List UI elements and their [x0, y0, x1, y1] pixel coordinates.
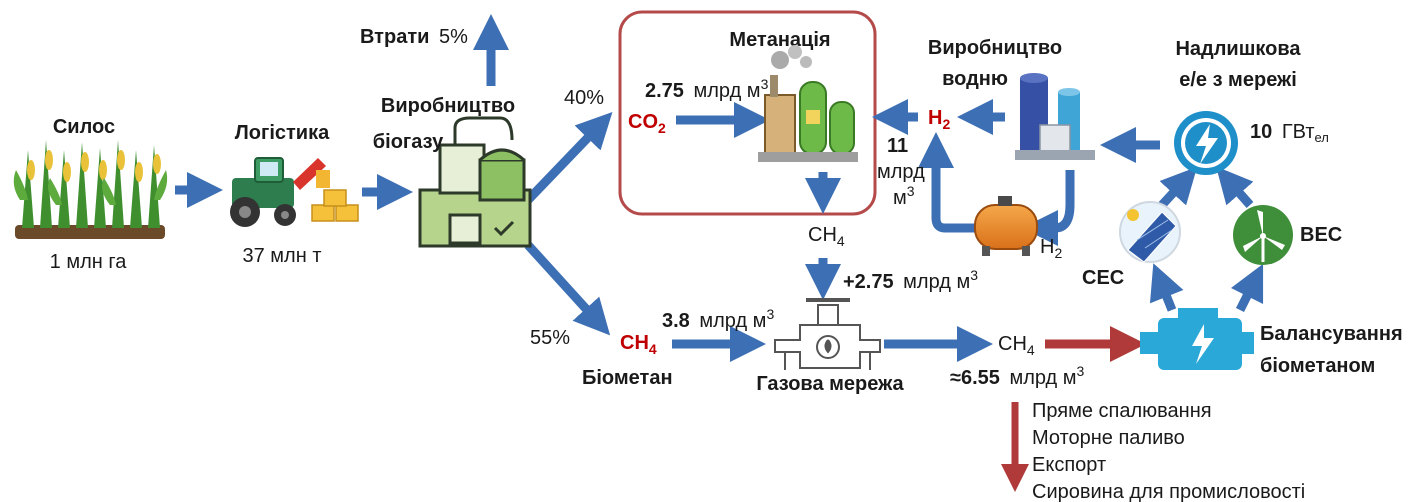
- arrow-engine-solar: [1149, 263, 1184, 312]
- use-item-2: Моторне паливо: [1032, 427, 1185, 449]
- gas-grid-title: Газова мережа: [756, 373, 904, 395]
- arrow-biogas-biomethane: [524, 241, 611, 336]
- hydrogen-title-line2: водню: [942, 68, 1008, 90]
- wind-label: ВЕС: [1300, 224, 1342, 246]
- methane-add-amount: +2.75 млрд м3: [843, 267, 978, 293]
- co2-amount: 2.75 млрд м3: [645, 76, 769, 102]
- losses-label: Втрати: [360, 26, 429, 48]
- biomethane-title: Біометан: [582, 367, 673, 389]
- co2-amount-sup: 3: [761, 76, 769, 92]
- arrow-engine-wind: [1230, 263, 1264, 313]
- use-item-4: Сировина для промисловості: [1032, 481, 1305, 502]
- hydrogen-title-line1: Виробництво: [928, 37, 1062, 59]
- corn-field-icon: [13, 140, 168, 239]
- pipeline-valve-icon: [774, 298, 881, 370]
- logistics-value: 37 млн т: [243, 245, 322, 267]
- biomethane-percentage: 55%: [530, 327, 570, 349]
- gas-grid-ch4: CH4: [998, 333, 1035, 358]
- gas-grid-total: ≈6.55 млрд м3: [950, 363, 1085, 389]
- grid-power-value: 10 ГВтел: [1250, 121, 1329, 145]
- solar-panel-icon: [1119, 201, 1181, 263]
- biogas-title-line1: Виробництво: [381, 95, 515, 117]
- hydrogen-tank-icon: [974, 196, 1038, 256]
- arrow-wind-power: [1216, 166, 1254, 208]
- methanation-title: Метанація: [729, 29, 830, 51]
- arrow-biogas-co2: [524, 112, 613, 204]
- solar-label: СЕС: [1082, 267, 1124, 289]
- co2-percentage: 40%: [564, 87, 604, 109]
- silage-title: Силос: [53, 116, 115, 138]
- tractor-icon: [230, 157, 359, 227]
- co2-formula: CO2: [628, 111, 666, 136]
- arrow-electrolyser-tank: [1022, 170, 1075, 246]
- electrolyser-icon: [1015, 73, 1095, 160]
- biomethane-amount: 3.8 млрд м3: [662, 306, 774, 332]
- biogas-title-line2: біогазу: [373, 131, 444, 153]
- flow-arrows: [175, 14, 1264, 362]
- co2-amount-unit: млрд м: [694, 80, 761, 102]
- wind-turbine-icon: [1233, 205, 1293, 265]
- grid-power-title-line1: Надлишкова: [1175, 38, 1301, 60]
- use-item-3: Експорт: [1032, 454, 1106, 476]
- h2-amount-unit: млрд: [877, 161, 925, 183]
- uses-list: Пряме спалювання Моторне паливо Експорт …: [1032, 400, 1305, 502]
- engine-icon: [1140, 308, 1254, 370]
- logistics-title: Логістика: [235, 122, 330, 144]
- silage-value: 1 млн га: [50, 251, 128, 273]
- arrow-tank-h2: [918, 132, 975, 233]
- co2-amount-value: 2.75: [645, 80, 684, 102]
- arrow-solar-power: [1158, 166, 1198, 209]
- methanation-ch4: CH4: [808, 224, 845, 249]
- losses-value: 5%: [439, 26, 468, 48]
- biomethane-ch4: CH4: [620, 332, 657, 357]
- h2-amount-value: 11: [887, 135, 908, 157]
- balancing-line2: біометаном: [1260, 355, 1375, 377]
- biogas-plant-icon: [418, 116, 532, 248]
- use-item-1: Пряме спалювання: [1032, 400, 1212, 422]
- h2-amount-m3: м3: [893, 183, 915, 209]
- lightning-icon: [1174, 111, 1238, 175]
- grid-power-title-line2: е/е з мережі: [1179, 69, 1297, 91]
- balancing-line1: Балансування: [1260, 323, 1403, 345]
- methanation-reactor-icon: [758, 45, 858, 162]
- losses-text: Втрати 5%: [360, 26, 468, 48]
- h2-formula: H2: [928, 107, 950, 132]
- tank-h2-label: H2: [1040, 236, 1062, 261]
